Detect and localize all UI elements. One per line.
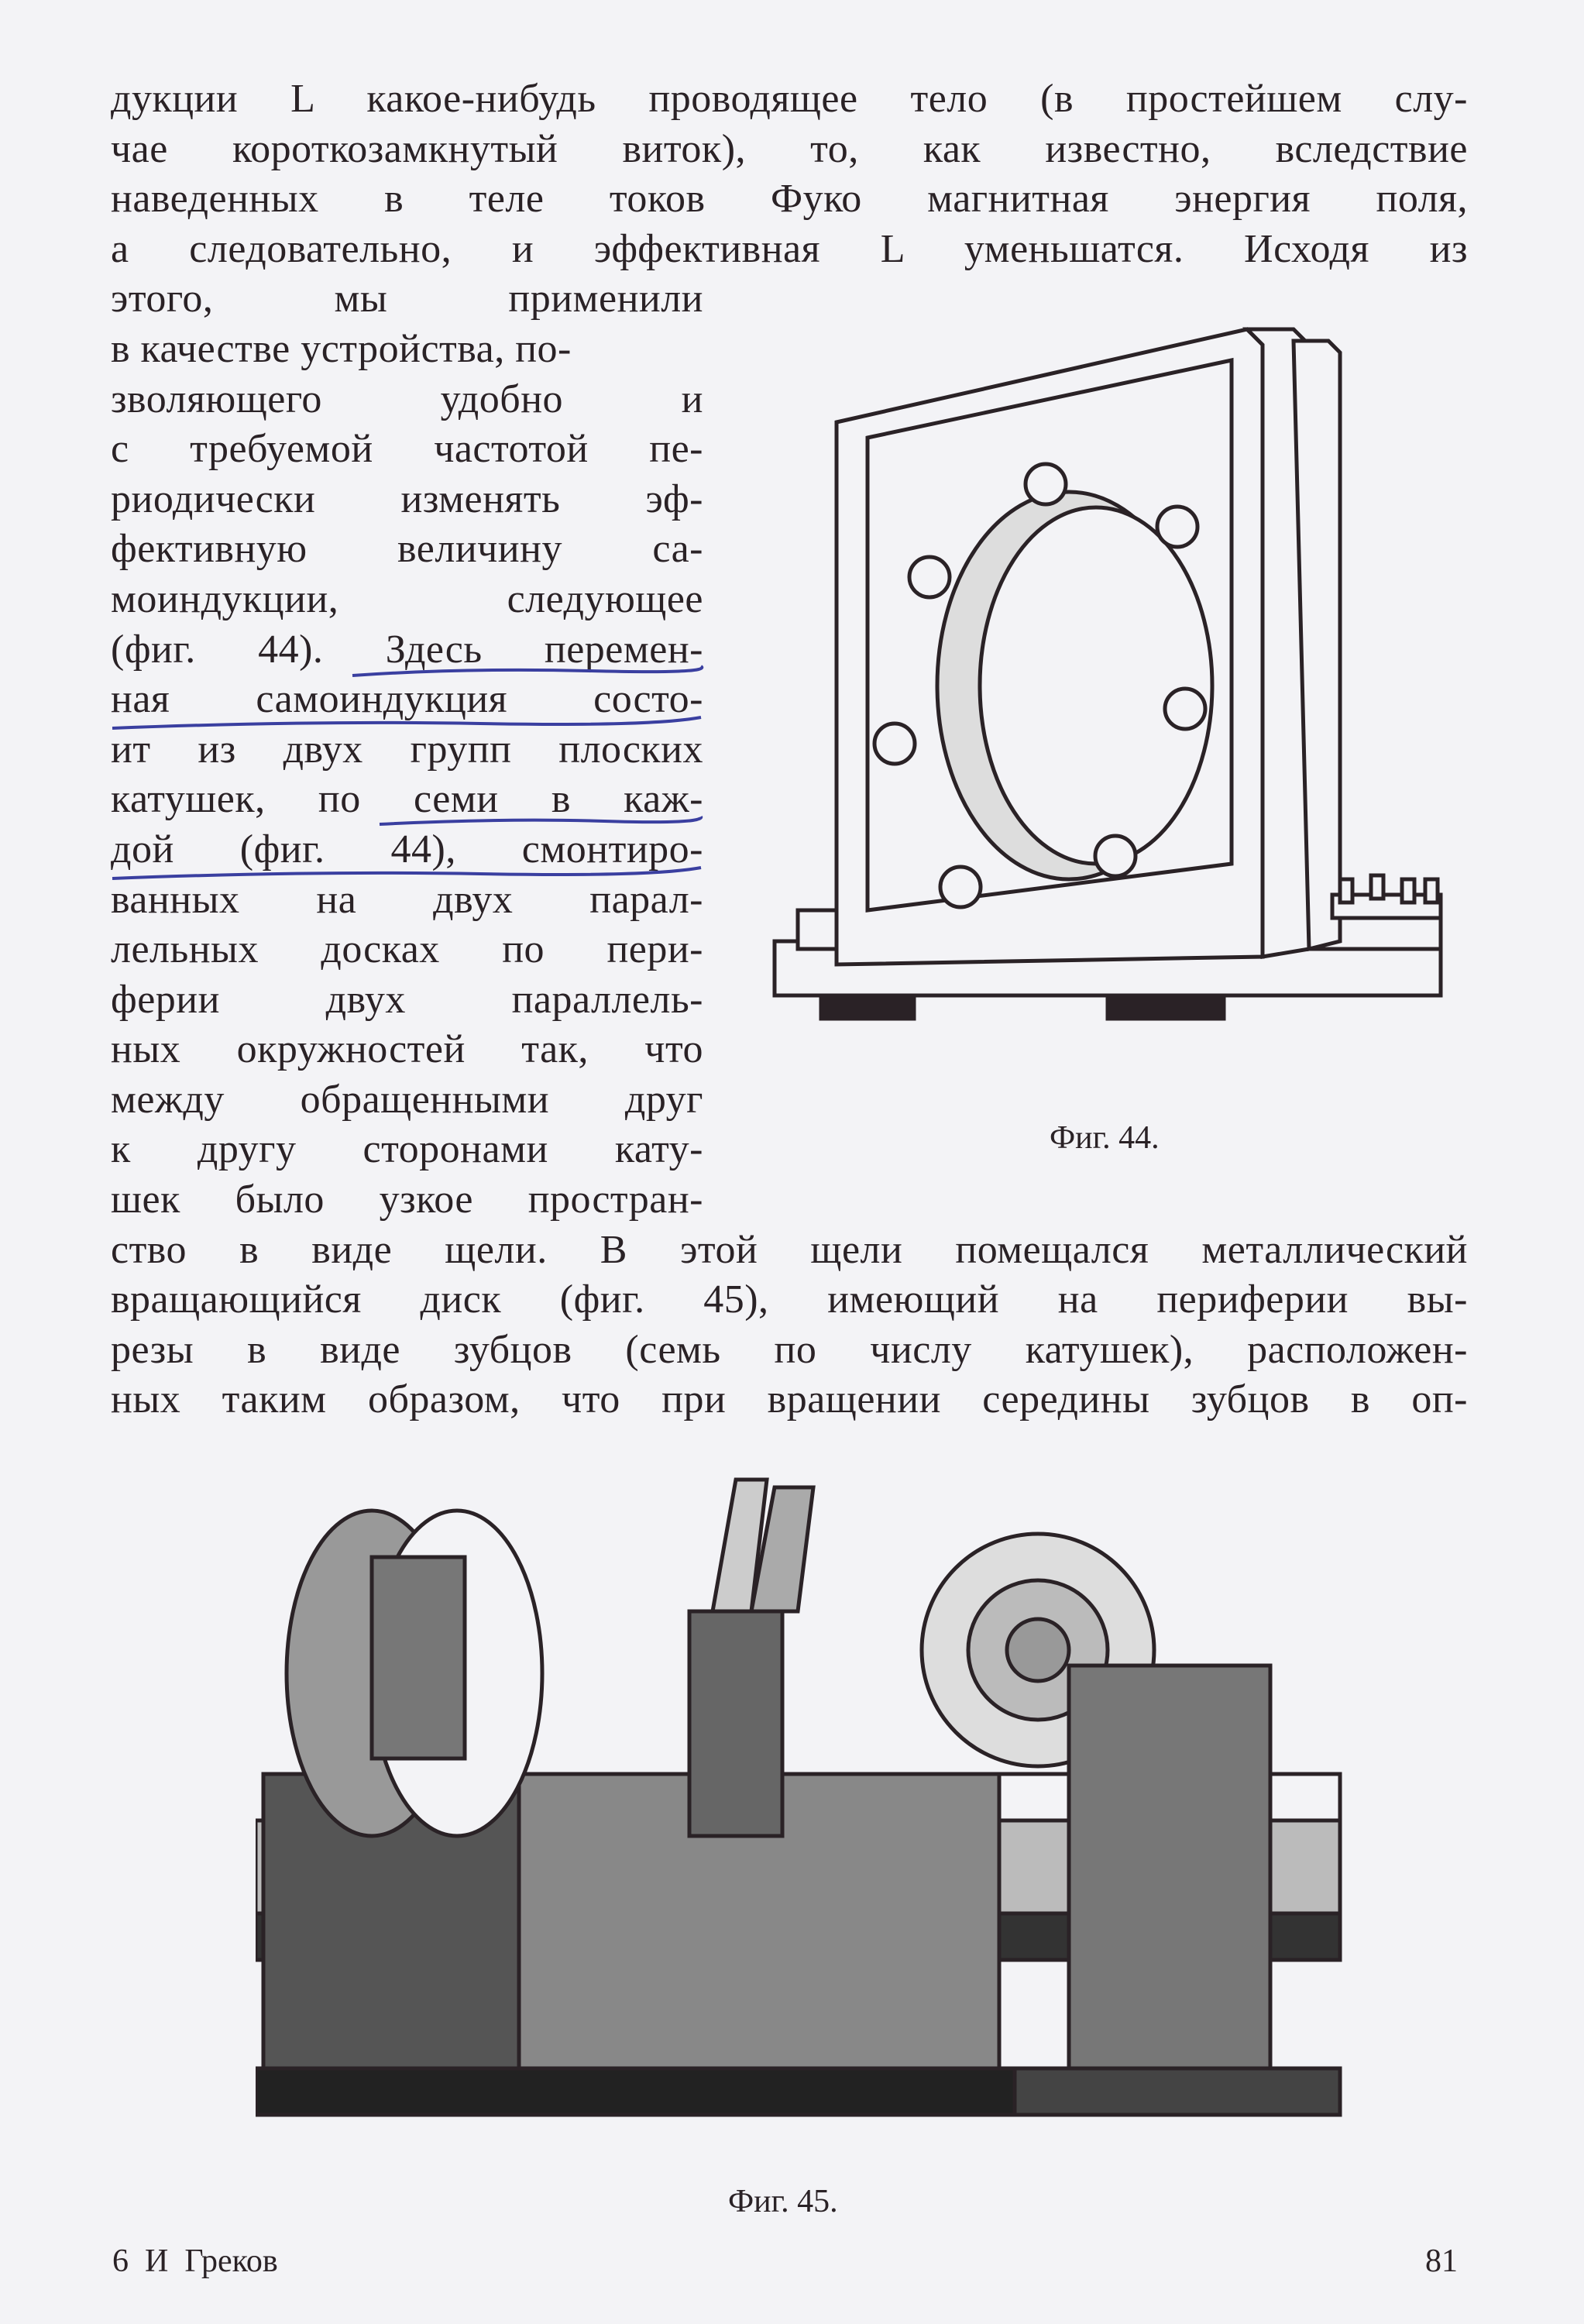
text-line: ных окружностей так, что xyxy=(111,1027,703,1072)
text-line: дукции L какое-нибудь проводящее тело (в… xyxy=(111,77,1468,121)
text-line: ванных на двух парал- xyxy=(111,877,703,922)
text-line: дой (фиг. 44), смонтиро- xyxy=(111,827,703,871)
text-line: лельных досках по пери- xyxy=(111,927,703,972)
text-line: наведенных в теле токов Фуко магнитная э… xyxy=(111,177,1468,222)
text-line: к другу сторонами кату- xyxy=(111,1127,703,1172)
text-line: чае короткозамкнутый виток), то, как изв… xyxy=(111,126,1468,171)
text-line: ферии двух параллель- xyxy=(111,977,703,1022)
text-line: резы в виде зубцов (семь по числу катуше… xyxy=(111,1327,1468,1372)
text-line: моиндукции, следующее xyxy=(111,576,703,621)
text-line: в качестве устройства, по- xyxy=(111,326,572,371)
footer-signature: 6 И Греков xyxy=(112,2243,278,2279)
text-line: между обращенными друг xyxy=(111,1077,703,1122)
figure-45-caption: Фиг. 45. xyxy=(728,2184,838,2219)
text-line: этого, мы применили xyxy=(111,277,703,321)
text-line: а следовательно, и эффективная L уменьша… xyxy=(111,226,1468,271)
text-line: фективную величину са- xyxy=(111,527,703,572)
text-line: зволяющего удобно и xyxy=(111,376,703,421)
text-line: (фиг. 44). Здесь перемен- xyxy=(111,627,703,672)
figure-44-illustration xyxy=(772,327,1443,1021)
text-line: с требуемой частотой пе- xyxy=(111,427,703,472)
text-line: риодически изменять эф- xyxy=(111,476,703,521)
text-line: ных таким образом, что при вращении сере… xyxy=(111,1377,1468,1422)
text-line: ит из двух групп плоских xyxy=(111,727,703,772)
body-text: дукции L какое-нибудь проводящее тело (в… xyxy=(111,74,1468,1425)
text-line: вращающийся диск (фиг. 45), имеющий на п… xyxy=(111,1277,1468,1322)
text-line: катушек, по семи в каж- xyxy=(111,777,703,822)
text-line: ство в виде щели. В этой щели помещался … xyxy=(111,1227,1468,1272)
text-line: ная самоиндукция состо- xyxy=(111,677,703,722)
figure-45-illustration xyxy=(256,1477,1342,2117)
page-number: 81 xyxy=(1425,2243,1458,2279)
figure-44-caption: Фиг. 44. xyxy=(1050,1120,1160,1156)
text-line: шек было узкое простран- xyxy=(111,1177,703,1222)
